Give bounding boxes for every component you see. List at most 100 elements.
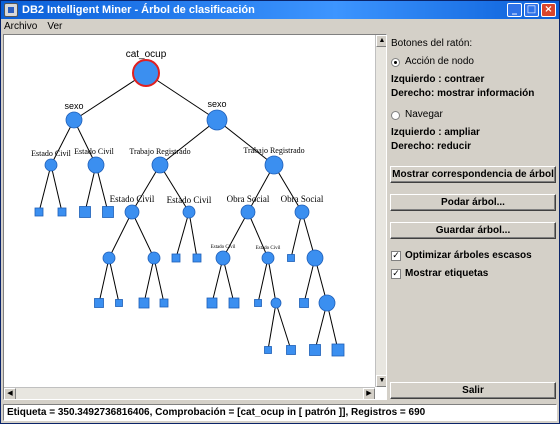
tree-node[interactable] [215,250,231,266]
status-bar: Etiqueta = 350.3492736816406, Comprobaci… [3,404,557,421]
leaf-node[interactable] [254,299,262,307]
tree-edge [73,72,147,121]
tree-edge [222,211,249,259]
leaf-node[interactable] [94,298,104,308]
tree-edge [159,164,190,213]
menu-ver[interactable]: Ver [47,20,63,32]
leaf-node[interactable] [206,297,218,309]
maximize-button[interactable]: □ [524,3,539,17]
leaf-node[interactable] [299,298,309,308]
tree-edge [159,119,218,166]
tree-edge [50,119,75,166]
node-label: cat_ocup [126,49,167,60]
navigate-right-text: Derecho: reducir [391,141,472,152]
navigate-radio[interactable] [391,111,400,120]
leaf-node[interactable] [228,297,240,309]
vertical-scrollbar[interactable]: ▲ ▼ [375,35,386,387]
leaf-node[interactable] [171,253,181,263]
menu-archivo[interactable]: Archivo [4,20,38,32]
tree-edge [108,211,133,259]
tree-node[interactable] [206,109,228,131]
navigate-label[interactable]: Navegar [405,109,443,120]
optimize-label[interactable]: Optimizar árboles escasos [405,250,532,261]
leaf-node[interactable] [287,254,295,262]
tree-node[interactable] [306,249,324,267]
tree-edge [50,164,63,213]
navigate-left-text: Izquierdo : ampliar [391,127,480,138]
scroll-left-button[interactable]: ◀ [4,388,16,399]
title-bar[interactable]: DB2 Intelligent Miner - Árbol de clasifi… [1,1,559,19]
control-panel: Botones del ratón: Acción de nodo Izquie… [389,34,559,400]
leaf-node[interactable] [192,253,202,263]
tree-edge [143,257,155,304]
node-label: sexo [207,99,226,109]
node-label: Obra Social [281,194,324,204]
leaf-node[interactable] [79,206,91,218]
minimize-button[interactable]: _ [507,3,522,17]
node-label: Obra Social [227,194,270,204]
node-label: Trabajo Registrado [129,147,190,156]
optimize-checkbox[interactable]: ✓ [391,251,401,261]
tree-edge [98,257,110,304]
tree-node[interactable] [151,156,169,174]
tree-node[interactable] [182,205,196,219]
tree-edge [275,302,292,351]
leaf-node[interactable] [102,206,114,218]
tree-node[interactable] [264,155,284,175]
leaf-node[interactable] [264,346,272,354]
horizontal-scrollbar[interactable]: ◀ ▶ [4,387,375,399]
leaf-node[interactable] [34,207,44,217]
scroll-down-button[interactable]: ▼ [376,375,386,387]
leaf-node[interactable] [159,298,169,308]
tree-edge [131,211,155,259]
show-mapping-button[interactable]: Mostrar correspondencia de árbol [390,166,556,183]
tree-node[interactable] [270,297,282,309]
tree-node[interactable] [294,204,310,220]
save-tree-button[interactable]: Guardar árbol... [390,222,556,239]
node-label: sexo [64,101,83,111]
root-node[interactable] [132,59,160,87]
leaf-node[interactable] [57,207,67,217]
node-label: Estado Civil [74,147,115,156]
tree-edge [108,257,120,304]
tree-edge [222,257,235,304]
show-labels-checkbox[interactable]: ✓ [391,269,401,279]
node-label: Estado Civil [167,195,212,205]
close-button[interactable]: × [541,3,556,17]
leaf-node[interactable] [138,297,150,309]
tree-node[interactable] [87,156,105,174]
tree-edge [188,211,198,259]
tree-node[interactable] [65,111,83,129]
node-label: Estado Civil [31,149,72,158]
tree-node[interactable] [147,251,161,265]
tree-node[interactable] [102,251,116,265]
tree-node[interactable] [124,204,140,220]
window-title: DB2 Intelligent Miner - Árbol de clasifi… [22,4,255,16]
leaf-node[interactable] [115,299,123,307]
tree-node[interactable] [240,204,256,220]
tree-edges [38,72,339,351]
node-label: Estado Civil [110,194,155,204]
tree-nodes[interactable] [34,59,345,357]
tree-node[interactable] [318,294,336,312]
scroll-right-button[interactable]: ▶ [363,388,375,399]
node-action-label[interactable]: Acción de nodo [405,56,474,67]
tree-edge [247,211,269,259]
leaf-node[interactable] [331,343,345,357]
leaf-node[interactable] [286,345,296,355]
tree-node[interactable] [44,158,58,172]
node-action-radio[interactable] [391,58,400,67]
tree-edge [211,257,224,304]
exit-button[interactable]: Salir [390,382,556,399]
tree-edge [267,257,277,304]
node-label: Estado Civil [211,245,236,250]
prune-tree-button[interactable]: Podar árbol... [390,194,556,211]
leaf-node[interactable] [309,344,321,356]
scroll-up-button[interactable]: ▲ [376,35,386,47]
tree-node[interactable] [261,251,275,265]
tree-edge [216,119,275,166]
show-labels-label[interactable]: Mostrar etiquetas [405,268,489,279]
